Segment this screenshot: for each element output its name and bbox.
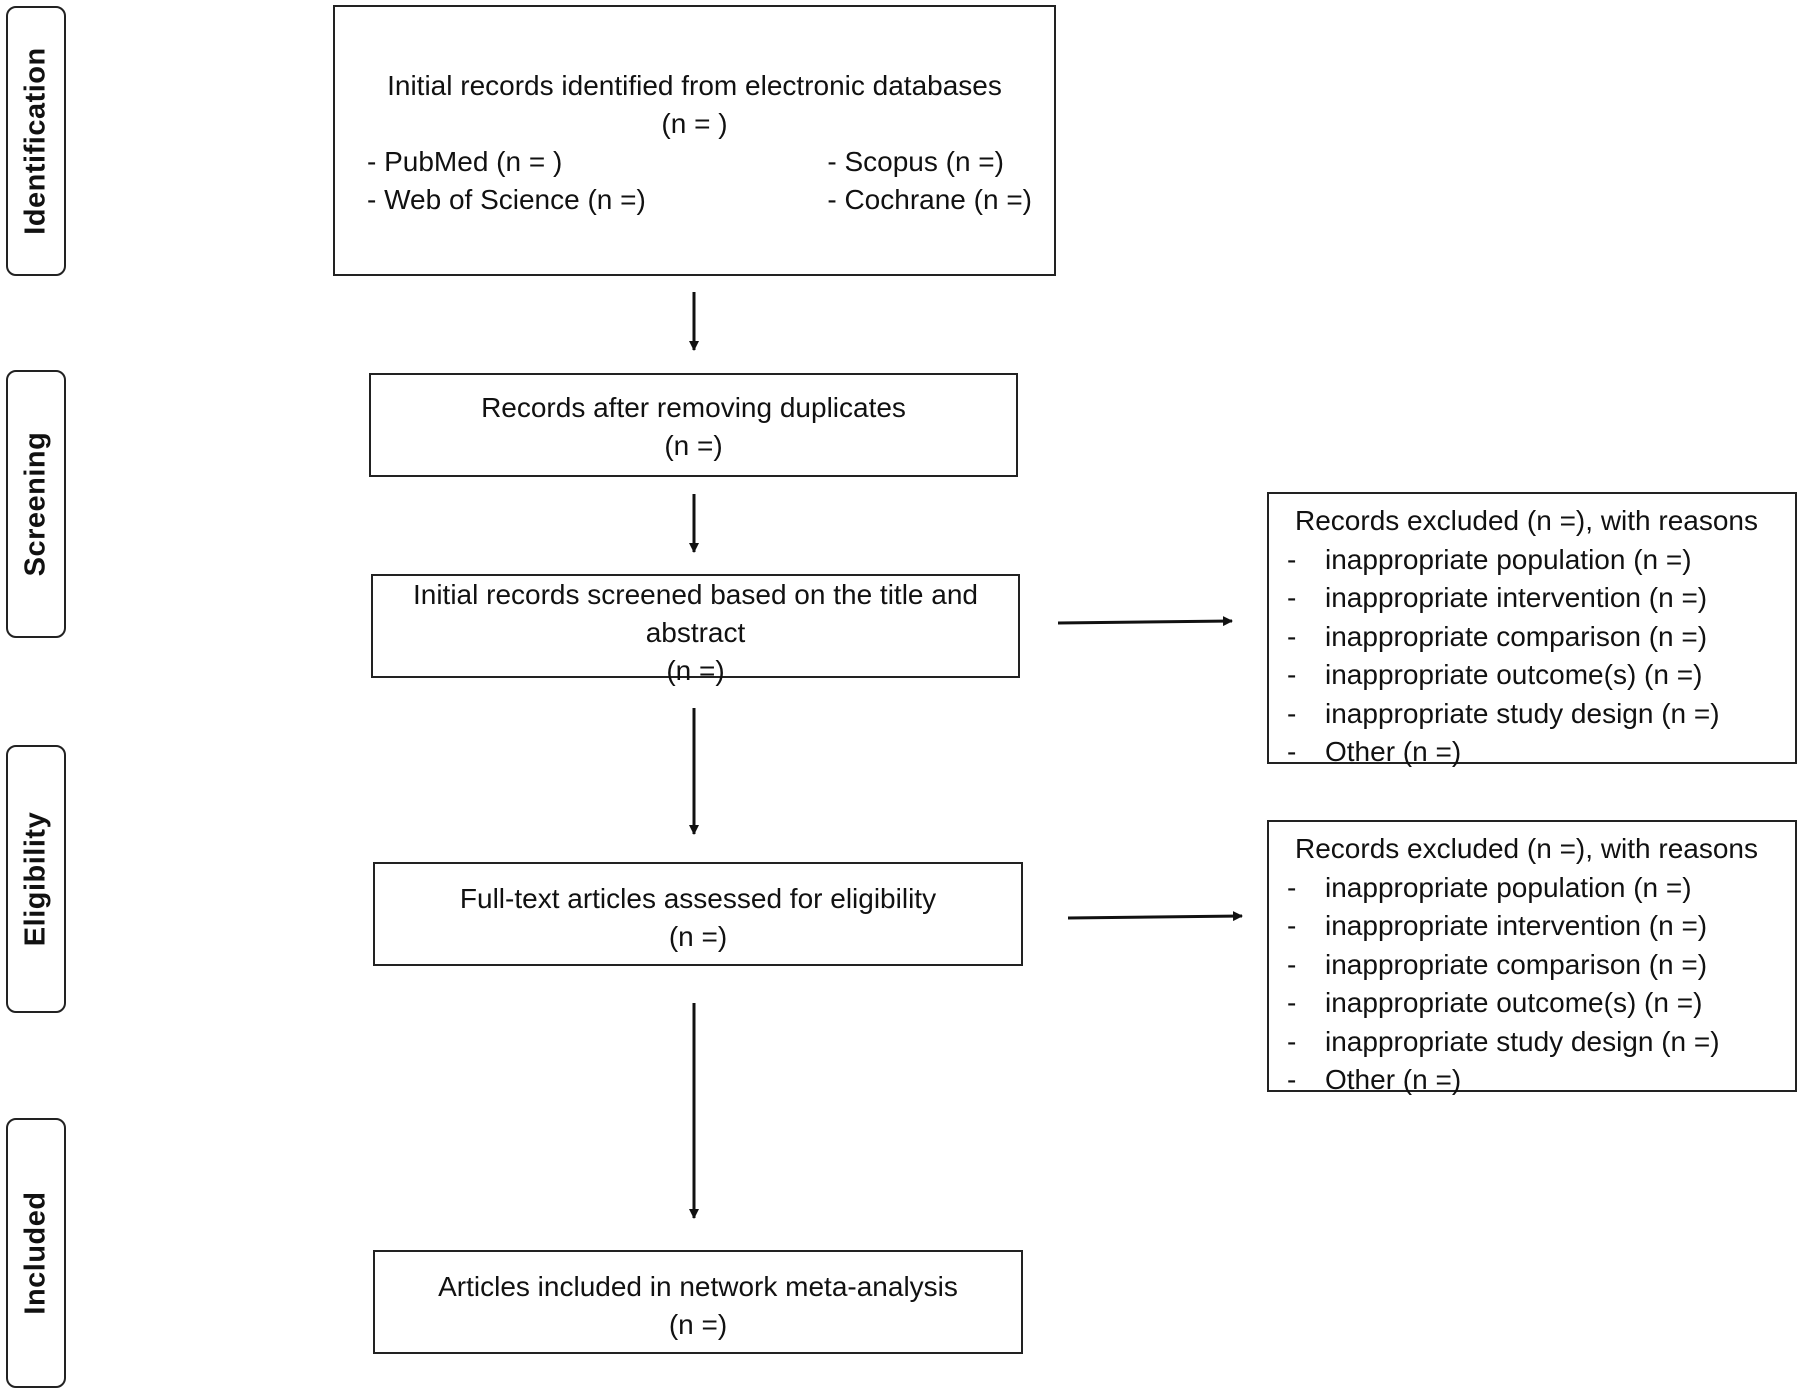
dash-bullet: - — [1287, 659, 1297, 690]
fulltext-title: Full-text articles assessed for eligibil… — [459, 883, 937, 914]
identification-box: Initial records identified from electron… — [333, 5, 1056, 276]
database-item-scopus: - Scopus (n =) — [827, 146, 1004, 177]
stage-label-eligibility: Eligibility — [19, 811, 52, 947]
reason-item: -inappropriate comparison (n =) — [1287, 946, 1795, 985]
arrow-screened-to-excluded — [1057, 616, 1233, 627]
dash-bullet: - — [1287, 871, 1297, 903]
dash-bullet: - — [1287, 620, 1297, 652]
dash-bullet: - — [1287, 543, 1297, 575]
dash-bullet: - — [1287, 987, 1297, 1018]
identification-count: (n = ) — [661, 108, 728, 139]
excluded-screening-box: Records excluded (n =), with reasons -in… — [1267, 492, 1797, 767]
dash-bullet: - — [1287, 1064, 1297, 1095]
reason-text: inappropriate study design (n =) — [1325, 697, 1720, 729]
identification-title: Initial records identified from electron… — [387, 70, 1002, 101]
excluded-eligibility-box: Records excluded (n =), with reasons -in… — [1267, 820, 1797, 1095]
reason-item: -inappropriate study design (n =) — [1287, 695, 1795, 734]
reason-text: inappropriate comparison (n =) — [1325, 620, 1708, 652]
database-item-web-of-science: - Web of Science (n =) — [367, 184, 646, 215]
stage-label-identification: Identification — [19, 47, 52, 235]
excluded-screening-title: Records excluded (n =), with reasons — [1295, 505, 1758, 536]
reason-item: -inappropriate comparison (n =) — [1287, 618, 1795, 657]
screened-count: (n =) — [666, 655, 725, 686]
dash-bullet: - — [1287, 1025, 1297, 1057]
reason-item: -inappropriate population (n =) — [1287, 869, 1795, 908]
fulltext-box: Full-text articles assessed for eligibil… — [373, 862, 1023, 966]
stage-tab-eligibility: Eligibility — [6, 745, 66, 1013]
dash-bullet: - — [1287, 582, 1297, 613]
reason-item: -inappropriate population (n =) — [1287, 541, 1795, 580]
reason-item: -Other (n =) — [1287, 1061, 1795, 1100]
screened-title: Initial records screened based on the ti… — [412, 579, 979, 648]
reason-text: Other (n =) — [1325, 1064, 1462, 1095]
reason-text: inappropriate intervention (n =) — [1325, 582, 1708, 613]
screened-box: Initial records screened based on the ti… — [371, 574, 1020, 686]
reason-item: -inappropriate outcome(s) (n =) — [1287, 984, 1795, 1023]
reason-item: -Other (n =) — [1287, 733, 1795, 772]
reason-item: -inappropriate study design (n =) — [1287, 1023, 1795, 1062]
reason-text: inappropriate intervention (n =) — [1325, 910, 1708, 941]
duplicates-box: Records after removing duplicates (n =) — [369, 373, 1018, 477]
stage-tab-included: Included — [6, 1118, 66, 1388]
included-count: (n =) — [668, 1309, 728, 1340]
reason-text: inappropriate study design (n =) — [1325, 1025, 1720, 1057]
reason-text: inappropriate population (n =) — [1325, 871, 1692, 903]
included-box: Articles included in network meta-analys… — [373, 1250, 1023, 1354]
dash-bullet: - — [1287, 736, 1297, 767]
dash-bullet: - — [1287, 948, 1297, 980]
included-title: Articles included in network meta-analys… — [438, 1271, 958, 1302]
reason-text: inappropriate outcome(s) (n =) — [1325, 659, 1703, 690]
dash-bullet: - — [1287, 910, 1297, 941]
database-item-cochrane: - Cochrane (n =) — [827, 184, 1032, 215]
reason-text: inappropriate outcome(s) (n =) — [1325, 987, 1703, 1018]
stage-label-screening: Screening — [19, 431, 52, 577]
stage-tab-screening: Screening — [6, 370, 66, 638]
database-item-pubmed: - PubMed (n = ) — [367, 146, 563, 177]
reason-item: -inappropriate intervention (n =) — [1287, 907, 1795, 946]
duplicates-title: Records after removing duplicates — [481, 392, 906, 423]
stage-label-included: Included — [19, 1191, 52, 1315]
excluded-eligibility-title: Records excluded (n =), with reasons — [1295, 833, 1758, 864]
dash-bullet: - — [1287, 697, 1297, 729]
reason-text: Other (n =) — [1325, 736, 1462, 767]
stage-tab-identification: Identification — [6, 6, 66, 276]
database-list: - PubMed (n = ) - Scopus (n =) - Web of … — [335, 143, 1054, 219]
reason-text: inappropriate population (n =) — [1325, 543, 1692, 575]
reason-item: -inappropriate intervention (n =) — [1287, 579, 1795, 618]
duplicates-count: (n =) — [664, 430, 723, 461]
arrow-fulltext-to-excluded — [1067, 911, 1243, 922]
fulltext-count: (n =) — [668, 921, 728, 952]
reason-text: inappropriate comparison (n =) — [1325, 948, 1708, 980]
reason-item: -inappropriate outcome(s) (n =) — [1287, 656, 1795, 695]
